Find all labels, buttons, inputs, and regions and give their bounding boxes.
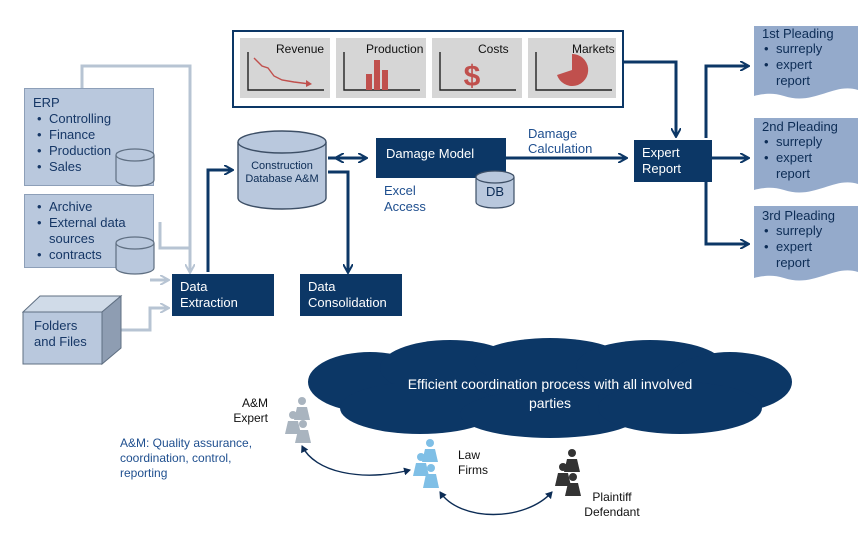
coordination-arrows — [301, 445, 553, 516]
archive-database-icon — [115, 236, 155, 275]
data-extraction-box: Data Extraction — [172, 274, 274, 316]
dollar-icon: $ — [439, 52, 516, 93]
cloud-text: Efficient coordination process with all … — [407, 376, 693, 411]
svg-text:$: $ — [464, 60, 481, 93]
markets-label: Markets — [572, 42, 615, 56]
pleading-item: surreply — [760, 41, 834, 57]
pleading-item: surreply — [760, 134, 838, 150]
pleading-item: expert report — [760, 150, 826, 182]
revenue-label: Revenue — [276, 42, 325, 56]
pleading-title: 2nd Pleading — [762, 119, 838, 134]
erp-item: Controlling — [33, 111, 111, 127]
erp-item: Sales — [33, 159, 111, 175]
pleading-list: surreply expert report — [760, 134, 838, 182]
pleading-3: 3rd Pleading surreply expert report — [760, 208, 835, 271]
erp-item: Production — [33, 143, 111, 159]
production-label: Production — [366, 42, 424, 56]
pleading-title: 3rd Pleading — [762, 208, 835, 223]
extraction-to-db-arrow — [206, 170, 232, 272]
report-to-pleading1-arrow — [704, 66, 748, 138]
expert-report-label: Expert Report — [642, 145, 682, 176]
data-consolidation-label: Data Consolidation — [308, 279, 387, 310]
folders-cube-icon — [22, 294, 123, 366]
bar-chart-icon — [343, 52, 420, 91]
db-to-consolidation-arrow — [328, 170, 348, 272]
pleading-item: expert report — [760, 239, 826, 271]
report-to-pleading3-arrow — [704, 180, 748, 244]
plaintiff-defendant-label: Plaintiff Defendant — [584, 490, 640, 519]
flow-arrows — [206, 60, 748, 272]
archive-list: Archive External data sources contracts — [33, 199, 149, 263]
folders-arrow — [120, 308, 168, 332]
damage-model-label: Damage Model — [386, 146, 475, 161]
expert-report-box: Expert Report — [634, 140, 712, 182]
erp-item: Finance — [33, 127, 111, 143]
data-consolidation-box: Data Consolidation — [300, 274, 402, 316]
law-firms-label: Law Firms — [458, 448, 488, 477]
pie-chart-icon — [535, 52, 612, 91]
coordination-cloud — [308, 338, 792, 438]
pleading-item: expert report — [760, 57, 826, 89]
declining-line-chart-icon — [247, 52, 324, 91]
archive-item: Archive — [33, 199, 149, 215]
archive-arrow — [158, 222, 190, 250]
db-cylinder-icon — [475, 170, 515, 209]
source-arrows — [80, 64, 190, 332]
lawfirm-plaintiff-arrow — [439, 491, 553, 516]
archive-item: contracts — [33, 247, 149, 263]
erp-title: ERP — [33, 95, 60, 110]
construction-database-cylinder — [237, 130, 327, 210]
costs-chart-tile: $ Costs — [432, 38, 522, 98]
damage-model-box: Damage Model — [376, 138, 506, 178]
costs-label: Costs — [478, 42, 509, 56]
am-note: A&M: Quality assurance, coordination, co… — [120, 436, 253, 480]
archive-box: Archive External data sources contracts — [24, 194, 154, 268]
pleading-item: surreply — [760, 223, 835, 239]
erp-database-icon — [115, 148, 155, 187]
damage-calculation-label: Damage Calculation — [528, 126, 593, 156]
law-firms-people-icon — [413, 439, 439, 488]
expert-lawfirm-arrow — [301, 445, 411, 476]
pleading-1: 1st Pleading surreply expert report — [760, 26, 834, 89]
erp-list: Controlling Finance Production Sales — [33, 111, 111, 175]
archive-item: External data sources — [33, 215, 145, 247]
folders-label: Folders and Files — [34, 318, 87, 349]
construction-db-label: Construction Database A&M — [245, 160, 319, 185]
pleading-list: surreply expert report — [760, 223, 835, 271]
db-label: DB — [486, 184, 505, 199]
plaintiff-people-icon — [555, 449, 581, 496]
erp-box: ERP Controlling Finance Production Sales — [24, 88, 154, 186]
erp-arrow — [80, 64, 190, 272]
pleading-title: 1st Pleading — [762, 26, 834, 41]
charts-to-report-arrow — [620, 60, 676, 136]
pleading-2: 2nd Pleading surreply expert report — [760, 119, 838, 182]
pleading-list: surreply expert report — [760, 41, 834, 89]
production-chart-tile: Production — [336, 38, 426, 98]
markets-chart-tile: Markets — [528, 38, 616, 98]
revenue-chart-tile: Revenue — [240, 38, 330, 98]
am-expert-label: A&M Expert — [233, 396, 268, 425]
excel-access-label: Excel Access — [384, 183, 426, 214]
data-extraction-label: Data Extraction — [180, 279, 238, 310]
am-expert-people-icon — [285, 397, 311, 443]
